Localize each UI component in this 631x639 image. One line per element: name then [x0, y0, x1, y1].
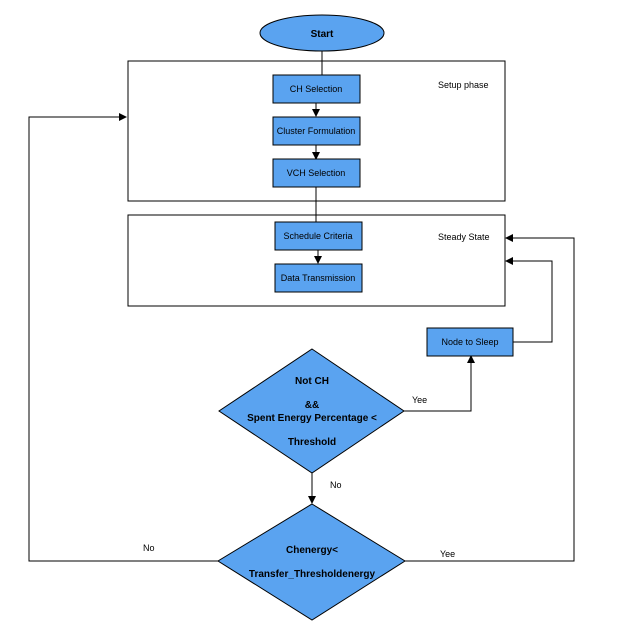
decision1-yes-label: Yee [412, 395, 427, 405]
decision1-line2: && [305, 400, 319, 411]
vch-selection-node [272, 158, 361, 188]
decision2-yes-label: Yee [440, 549, 455, 559]
decision1-no-label: No [330, 480, 342, 490]
steady-state-label: Steady State [438, 232, 490, 242]
decision1-line4: Threshold [288, 437, 336, 448]
schedule-criteria-node [274, 221, 363, 251]
decision1-line1: Not CH [295, 376, 329, 387]
node-to-sleep-label: Node to Sleep [441, 337, 498, 347]
edge-decision2-no [28, 113, 218, 562]
start-label: Start [311, 29, 334, 40]
decision2-no-label: No [143, 543, 155, 553]
edge-decision1-yes [404, 355, 475, 412]
decision-not-ch-node [218, 348, 405, 474]
start-terminal [259, 14, 385, 52]
schedule-criteria-label: Schedule Criteria [283, 231, 352, 241]
ch-selection-label: CH Selection [290, 84, 343, 94]
cluster-formulation-node [272, 116, 361, 146]
vch-selection-label: VCH Selection [287, 168, 346, 178]
edge-sleep-to-steady [505, 257, 553, 343]
decision-chenergy-node [217, 503, 406, 621]
node-to-sleep-node [426, 327, 514, 357]
decision1-line3: Spent Energy Percentage < [247, 413, 377, 424]
cluster-formulation-label: Cluster Formulation [277, 126, 356, 136]
decision2-line1: Chenergy< [286, 545, 338, 556]
data-transmission-label: Data Transmission [281, 273, 356, 283]
ch-selection-node [272, 74, 361, 104]
data-transmission-node [274, 263, 363, 293]
decision2-line2: Transfer_Thresholdenergy [249, 569, 376, 580]
edge-decision2-yes [405, 234, 575, 562]
setup-phase-label: Setup phase [438, 80, 489, 90]
